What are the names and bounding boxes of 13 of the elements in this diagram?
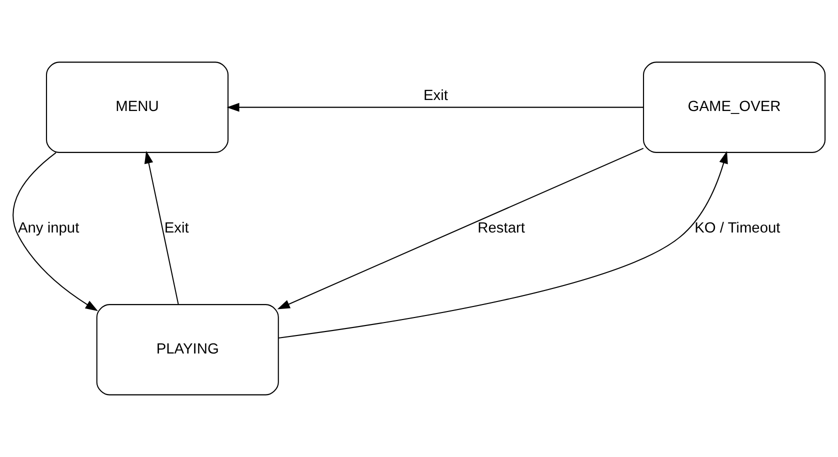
arrow — [226, 102, 644, 112]
arrow — [277, 148, 644, 310]
node-box: MENU — [46, 62, 229, 153]
node-box: PLAYING — [96, 304, 279, 396]
edge-label: Restart — [478, 220, 525, 236]
edge-label: KO / Timeout — [694, 220, 780, 236]
node-box: GAME_OVER — [642, 62, 826, 153]
arrow — [278, 150, 728, 338]
edge-label: Exit — [424, 88, 448, 104]
arrow — [12, 152, 98, 312]
edge-label: Any input — [18, 220, 80, 236]
arrow — [144, 150, 179, 305]
edge-label: Exit — [164, 220, 189, 236]
